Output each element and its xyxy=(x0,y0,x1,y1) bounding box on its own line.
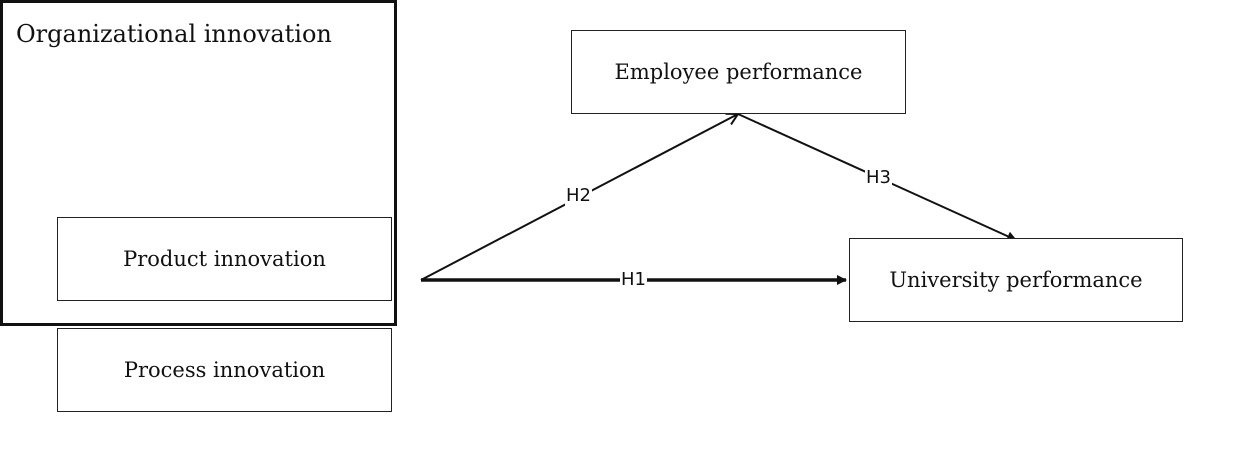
employee-performance-label: Employee performance xyxy=(614,60,863,84)
product-innovation-node: Product innovation xyxy=(57,217,392,301)
organizational-innovation-title: Organizational innovation xyxy=(16,20,332,48)
employee-performance-node: Employee performance xyxy=(571,30,906,114)
edge-h1-label: H1 xyxy=(620,269,647,290)
university-performance-node: University performance xyxy=(849,238,1183,322)
product-innovation-label: Product innovation xyxy=(123,247,326,271)
organizational-innovation-group: Organizational innovation xyxy=(0,0,397,326)
process-innovation-label: Process innovation xyxy=(123,358,326,382)
edge-h2-label: H2 xyxy=(565,185,592,206)
university-performance-label: University performance xyxy=(889,268,1143,292)
process-innovation-node: Process innovation xyxy=(57,328,392,412)
edge-h3-label: H3 xyxy=(865,167,892,188)
